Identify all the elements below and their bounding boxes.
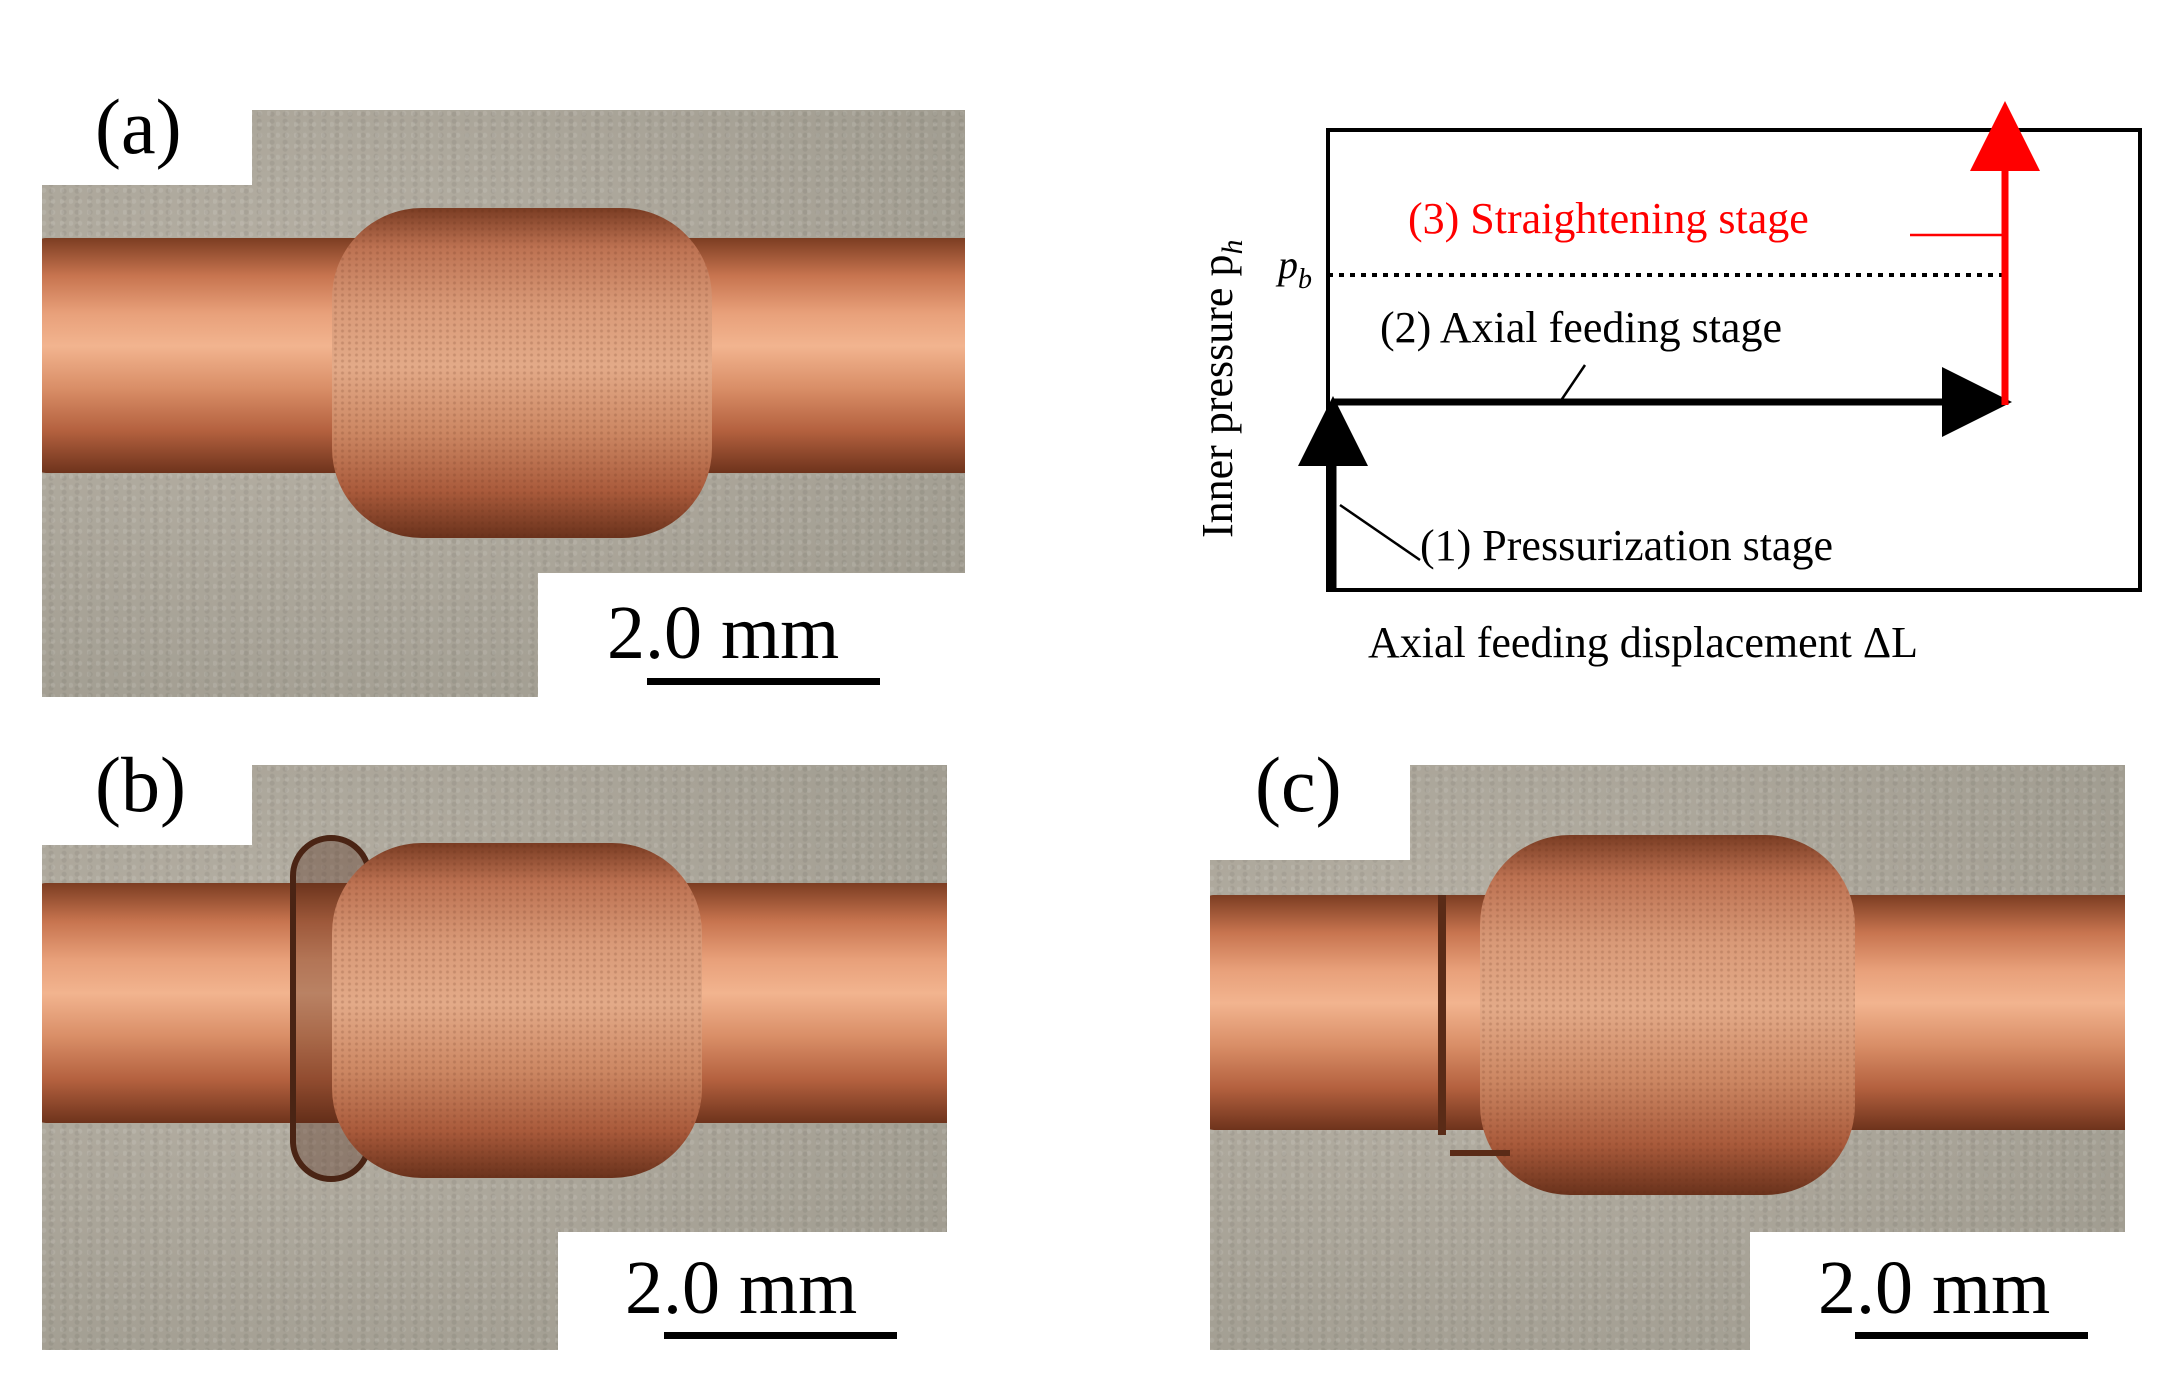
stage-2-label: (2) Axial feeding stage — [1380, 303, 1782, 352]
scale-bar-label: 2.0 mm — [1818, 1246, 2051, 1330]
panel-label-b: (b) — [95, 741, 186, 828]
y-axis-label: Inner pressure ph — [1193, 240, 1249, 538]
fracture-crack — [1438, 895, 1446, 1135]
scale-bar-label: 2.0 mm — [607, 591, 840, 675]
expanded-bulge — [1480, 835, 1855, 1195]
expanded-bulge — [332, 208, 712, 538]
panel-label-c: (c) — [1255, 741, 1342, 828]
scale-background — [558, 1232, 978, 1362]
pb-label: pb — [1275, 242, 1312, 295]
fracture-crack — [1450, 1150, 1510, 1156]
diagram-frame — [1326, 128, 2142, 592]
leader-line — [1558, 364, 1587, 403]
label-background — [1205, 760, 1410, 860]
scale-bar — [664, 1332, 897, 1339]
label-background — [30, 105, 252, 185]
scale-bar — [1855, 1332, 2088, 1339]
x-axis-label: Axial feeding displacement ΔL — [1368, 618, 1918, 667]
stage-1-label: (1) Pressurization stage — [1420, 521, 1833, 570]
stage-3-label: (3) Straightening stage — [1408, 194, 1809, 243]
photo-panel-a — [42, 110, 965, 697]
process-diagram: (3) Straightening stage (2) Axial feedin… — [1193, 101, 2142, 667]
scale-bar — [647, 678, 880, 685]
panel-label-a: (a) — [95, 83, 182, 170]
photo-panel-b — [42, 765, 947, 1350]
expanded-bulge — [332, 843, 702, 1178]
label-background — [30, 760, 252, 845]
scale-bar-label: 2.0 mm — [625, 1246, 858, 1330]
scale-background — [1750, 1232, 2150, 1362]
leader-line — [1339, 503, 1421, 562]
